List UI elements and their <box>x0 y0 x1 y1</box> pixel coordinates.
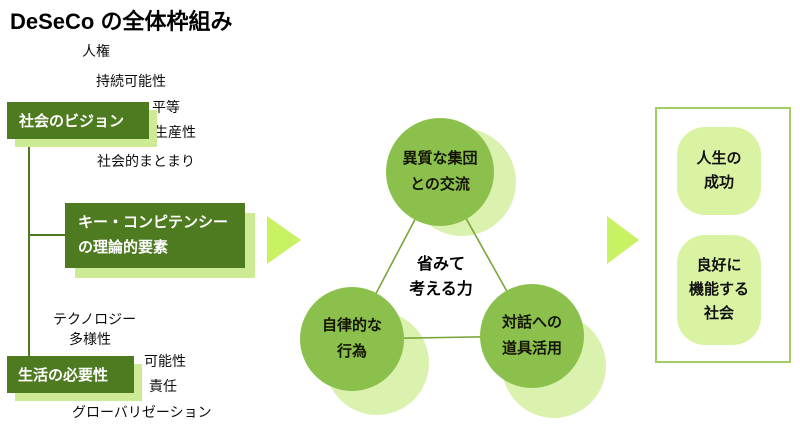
outcome-successful-life-line1: 人生の <box>696 150 742 167</box>
vision-item-social-cohesion: 社会的まとまり <box>97 153 195 169</box>
life-item-responsibility: 責任 <box>149 378 177 394</box>
key-competency-box-line1: キー・コンピテンシー <box>78 214 229 231</box>
vision-item-human-rights: 人権 <box>82 43 110 59</box>
circle-tools-for-dialogue: 対話への 道具活用 <box>480 284 584 388</box>
vision-item-sustainability: 持続可能性 <box>96 73 166 89</box>
vision-box-label: 社会のビジョン <box>19 113 125 130</box>
competency-triangle-lines <box>350 170 534 340</box>
life-item-diversity: 多様性 <box>69 331 111 347</box>
circle-heterogeneous-groups-line2: との交流 <box>410 176 470 193</box>
circle-autonomous-action-line1: 自律的な <box>321 317 382 334</box>
reflective-thinking-line1: 省みて <box>416 256 465 273</box>
outcome-well-functioning-society-box: 良好に 機能する 社会 <box>677 235 761 345</box>
outcome-successful-life-box: 人生の 成功 <box>677 127 761 215</box>
circle-autonomous-action: 自律的な 行為 <box>300 287 404 391</box>
life-item-globalization: グローバリゼーション <box>72 404 212 420</box>
circle-heterogeneous-groups-line1: 異質な集団 <box>402 150 478 167</box>
life-item-technology: テクノロジー <box>53 311 137 327</box>
vision-box: 社会のビジョン <box>7 102 149 139</box>
flow-arrow-right-icon <box>607 216 639 264</box>
vision-item-productivity: 生産性 <box>154 124 196 140</box>
life-item-possibility: 可能性 <box>144 353 186 369</box>
key-competency-box-line2: の理論的要素 <box>78 239 169 256</box>
outcome-well-functioning-society-line3: 社会 <box>703 305 734 322</box>
outcome-well-functioning-society-line1: 良好に <box>696 257 742 274</box>
page-title: DeSeCo の全体枠組み <box>10 9 233 34</box>
outcome-successful-life-line2: 成功 <box>703 174 734 191</box>
circle-tools-for-dialogue-line2: 道具活用 <box>501 340 562 357</box>
circle-heterogeneous-groups: 異質な集団 との交流 <box>386 118 494 226</box>
outcomes-panel: 人生の 成功 良好に 機能する 社会 <box>655 107 791 363</box>
circle-tools-for-dialogue-line1: 対話への <box>501 314 562 331</box>
life-demands-box: 生活の必要性 <box>7 356 134 393</box>
flow-arrow-left-icon <box>267 216 301 264</box>
key-competency-box: キー・コンピテンシー の理論的要素 <box>65 203 245 268</box>
life-demands-box-label: 生活の必要性 <box>18 367 109 384</box>
outcome-well-functioning-society-line2: 機能する <box>688 281 749 298</box>
vision-item-equality: 平等 <box>152 99 180 115</box>
reflective-thinking-line2: 考える力 <box>409 281 473 298</box>
reflective-thinking-core-label: 省みて 考える力 <box>390 252 492 302</box>
circle-autonomous-action-line2: 行為 <box>336 343 367 360</box>
